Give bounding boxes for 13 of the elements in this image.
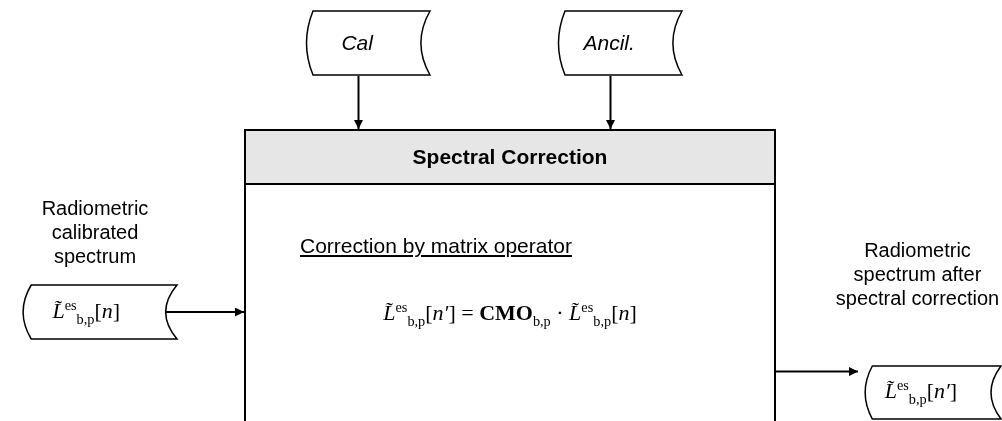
formula: L̃$^{es}$$_{b,p}$[n′] bbox=[884, 377, 959, 408]
process-title: Spectral Correction bbox=[246, 131, 774, 185]
formula: L̃$^{es}$$_{b,p}$[n′] = CMO$_{b,p}$ · L̃$^{es}$$_{b,p}$[n] bbox=[382, 299, 638, 330]
data-label: Cal bbox=[341, 31, 375, 55]
arrow bbox=[354, 75, 363, 130]
caption-text: Radiometric spectrum after spectral correction bbox=[835, 238, 1000, 310]
formula: L̃$^{es}$$_{b,p}$[n] bbox=[52, 296, 122, 328]
process-box bbox=[244, 129, 776, 421]
method-label: Correction by matrix operator bbox=[300, 234, 572, 258]
caption-text: Radiometric calibrated spectrum bbox=[40, 196, 150, 268]
arrow bbox=[606, 75, 615, 130]
arrow bbox=[775, 367, 859, 377]
data-label: Ancil. bbox=[583, 31, 636, 55]
